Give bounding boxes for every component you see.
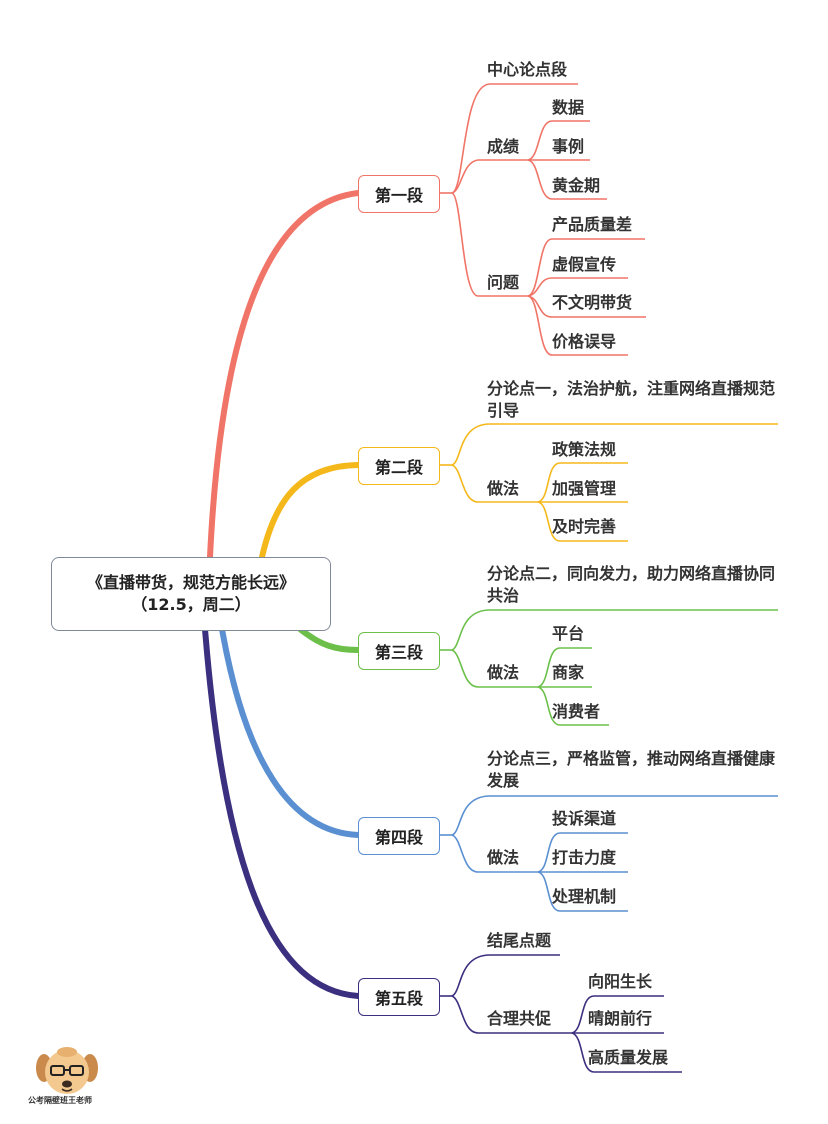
s1-group-problems[interactable]: 问题 [487, 273, 520, 292]
s5-group-promote[interactable]: 合理共促 [487, 1009, 552, 1028]
s5-main-point[interactable]: 结尾点题 [487, 931, 552, 950]
s1-item-price[interactable]: 价格误导 [552, 332, 617, 351]
section-box-4[interactable]: 第四段 [358, 817, 440, 855]
s4-group-approach[interactable]: 做法 [487, 848, 520, 867]
s3-group-approach[interactable]: 做法 [487, 663, 520, 682]
s4-main-point[interactable]: 分论点三，严格监管，推动网络直播健康发展 [487, 749, 776, 790]
root-date: （12.5，周二） [131, 595, 251, 614]
s1-item-golden-period[interactable]: 黄金期 [552, 176, 601, 195]
section-box-3[interactable]: 第三段 [358, 632, 440, 670]
s1-item-data[interactable]: 数据 [552, 98, 585, 117]
trunk-connector-1 [207, 190, 361, 560]
s3-main-point[interactable]: 分论点二，同向发力，助力网络直播协同共治 [487, 564, 776, 605]
trunk-connector-3 [297, 626, 361, 653]
s4-item-3[interactable]: 处理机制 [552, 887, 617, 906]
s1-item-case[interactable]: 事例 [552, 137, 585, 156]
trunk-connector-5 [202, 626, 361, 999]
root-title: 《直播带货，规范方能长远》 [86, 573, 295, 592]
s5-item-2[interactable]: 晴朗前行 [588, 1009, 653, 1028]
s1-main-point[interactable]: 中心论点段 [487, 60, 568, 79]
s3-item-2[interactable]: 商家 [552, 663, 585, 682]
trunk-connector-2 [259, 462, 361, 560]
logo-caption: 公考隔壁班王老师 [28, 1096, 92, 1105]
s1-item-uncivil[interactable]: 不文明带货 [552, 293, 633, 312]
s3-item-3[interactable]: 消费者 [552, 702, 601, 721]
s4-item-1[interactable]: 投诉渠道 [552, 809, 617, 828]
s5-item-1[interactable]: 向阳生长 [588, 972, 653, 991]
root-topic[interactable]: 《直播带货，规范方能长远》 （12.5，周二） [51, 557, 331, 631]
s2-main-point[interactable]: 分论点一，法治护航，注重网络直播规范引导 [487, 379, 776, 420]
s2-group-approach[interactable]: 做法 [487, 479, 520, 498]
s4-item-2[interactable]: 打击力度 [552, 848, 617, 867]
section-box-2[interactable]: 第二段 [358, 447, 440, 485]
s1-group-achievements[interactable]: 成绩 [487, 137, 520, 156]
section-box-5[interactable]: 第五段 [358, 978, 440, 1016]
s1-item-quality[interactable]: 产品质量差 [552, 215, 633, 234]
s2-item-2[interactable]: 加强管理 [552, 479, 617, 498]
s3-item-1[interactable]: 平台 [552, 624, 585, 643]
s5-item-3[interactable]: 高质量发展 [588, 1048, 669, 1067]
section-box-1[interactable]: 第一段 [358, 175, 440, 213]
s1-item-false-ads[interactable]: 虚假宣传 [552, 255, 617, 274]
dog-mascot-logo [36, 1047, 98, 1094]
s2-item-3[interactable]: 及时完善 [552, 517, 617, 536]
s2-item-1[interactable]: 政策法规 [552, 440, 617, 459]
trunk-connector-4 [219, 626, 361, 838]
